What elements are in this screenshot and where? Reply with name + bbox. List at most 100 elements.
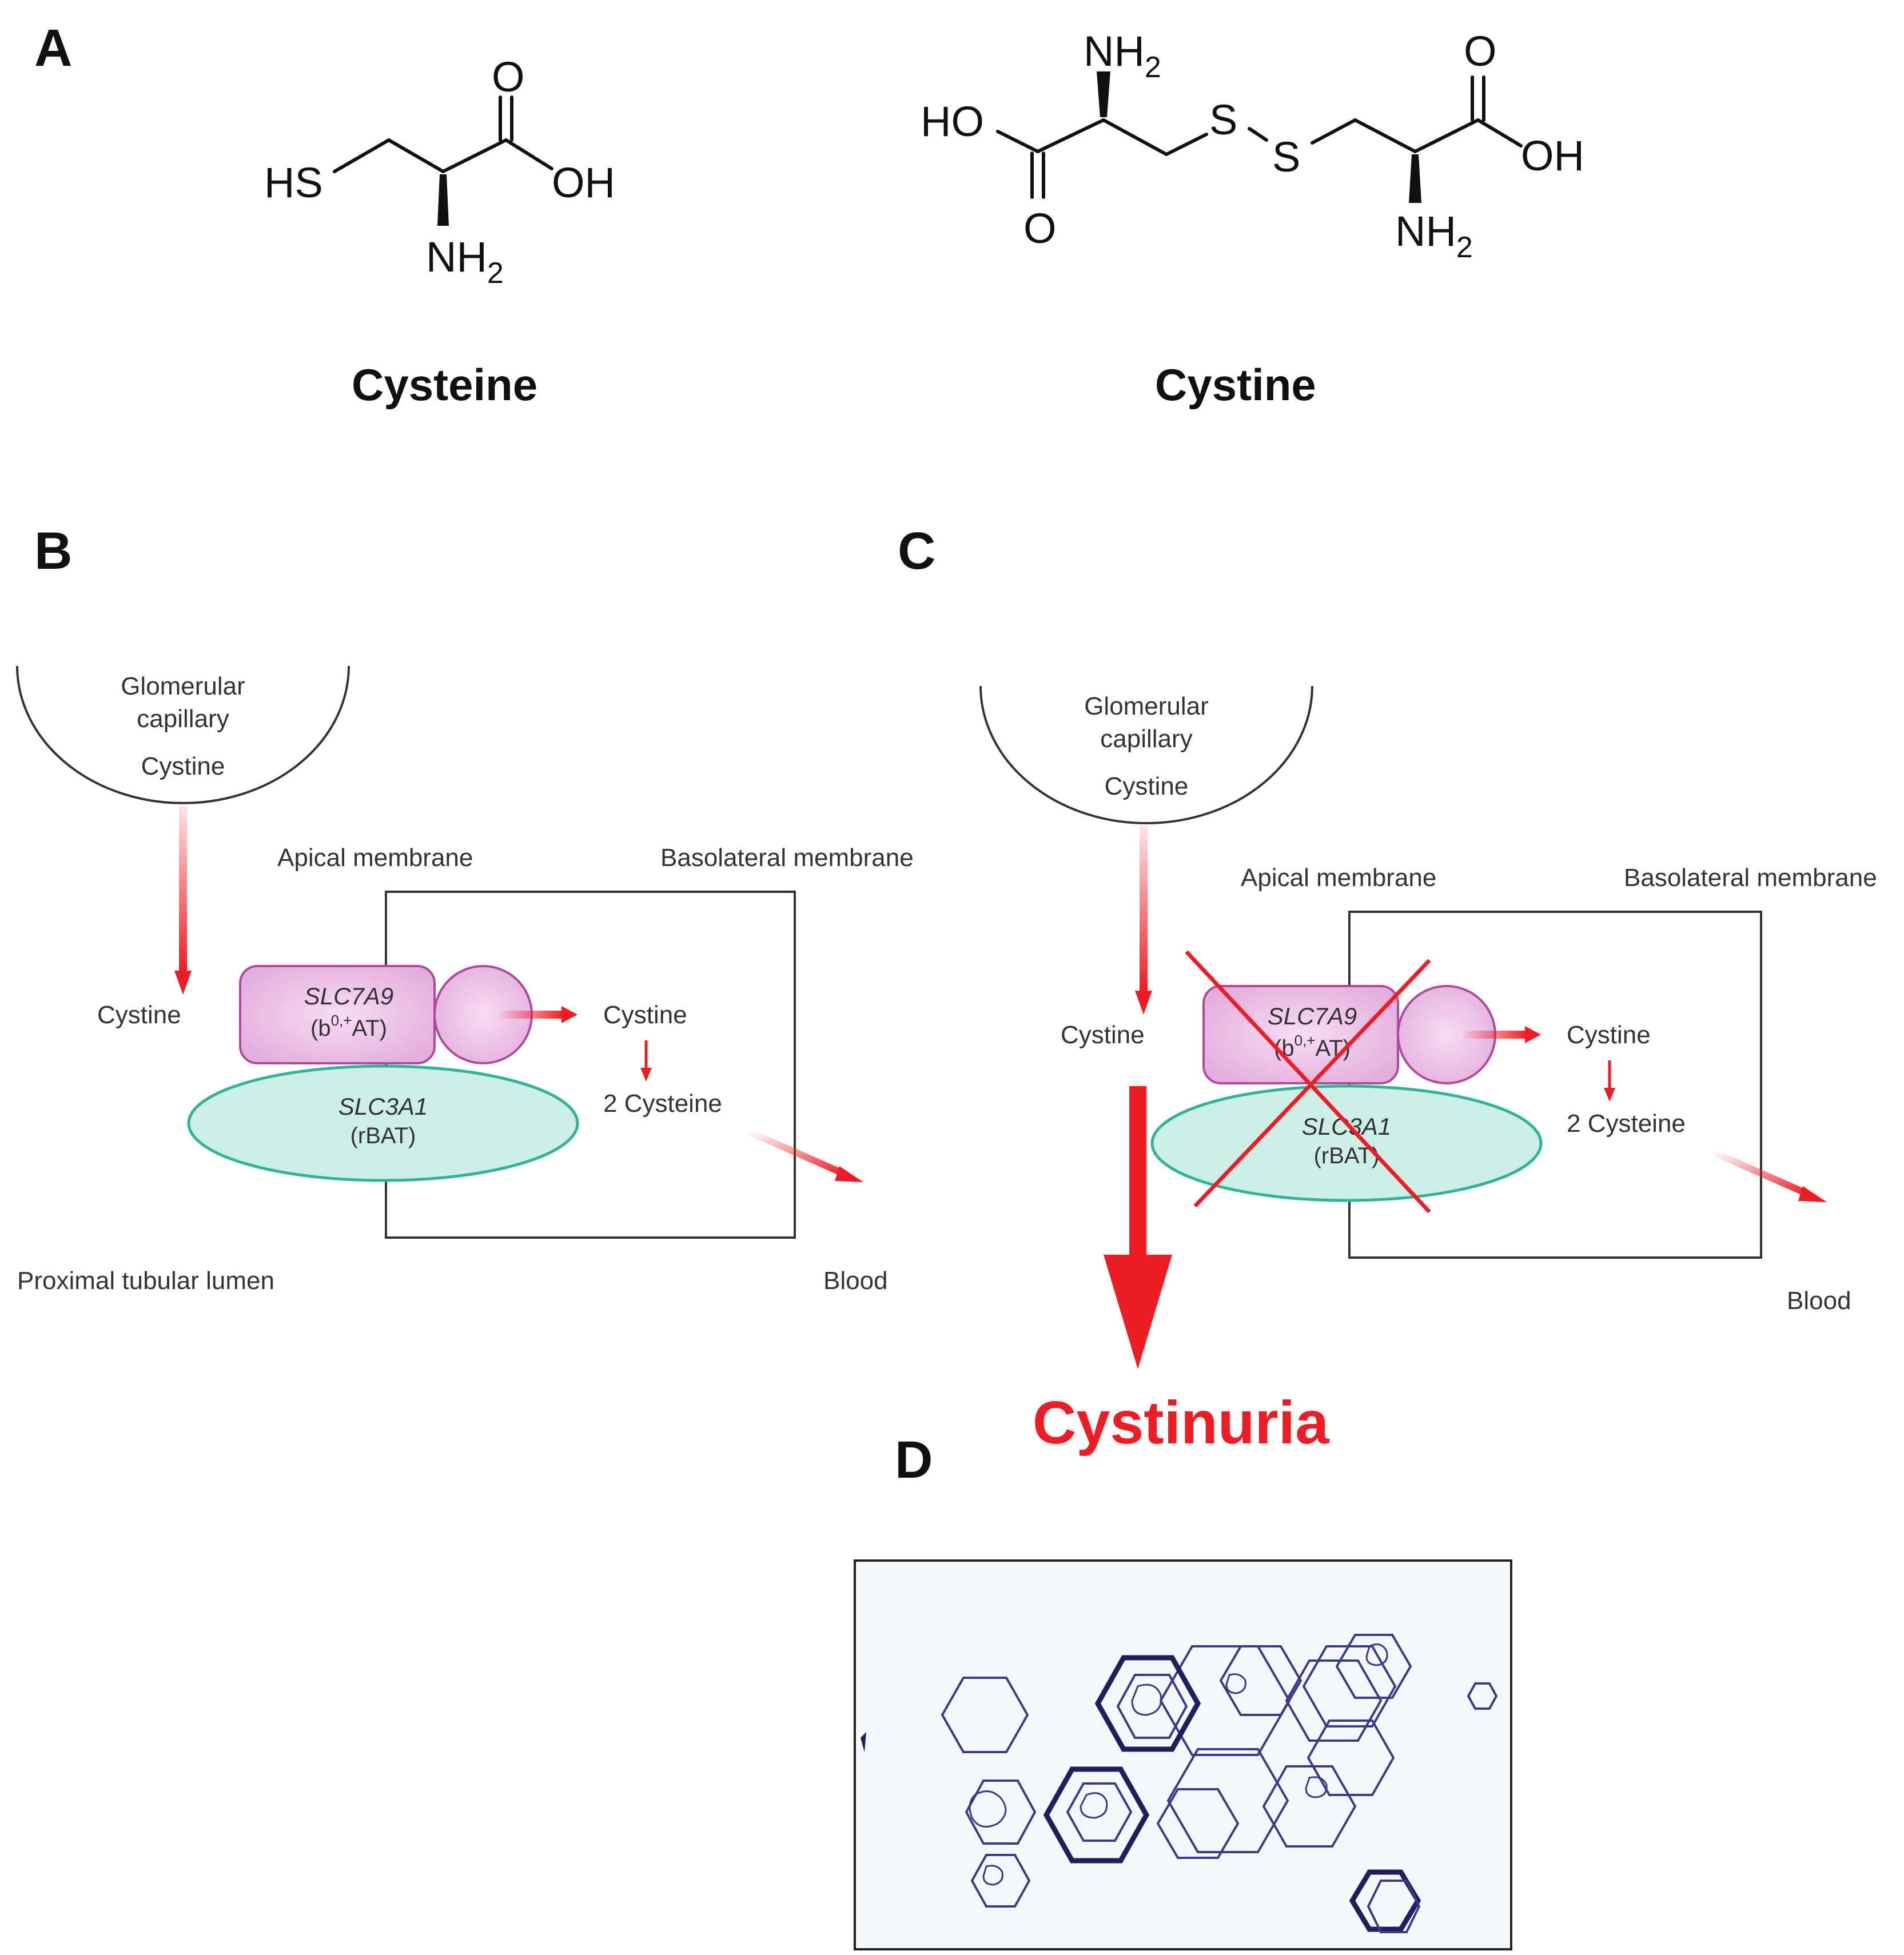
two-cysteine: 2 Cysteine xyxy=(603,1090,722,1118)
hexagonal-crystal xyxy=(1306,1719,1395,1796)
normal-transport-diagram: Glomerular capillary Cystine Apical memb… xyxy=(16,665,914,1295)
filtration-arrow xyxy=(1140,826,1148,992)
cystine-oh: OH xyxy=(1521,132,1584,179)
reduction-arrowhead xyxy=(640,1068,652,1082)
two-cysteine: 2 Cysteine xyxy=(1567,1110,1686,1138)
apical-membrane-label: Apical membrane xyxy=(277,844,473,872)
hexagonal-crystal xyxy=(1285,1659,1383,1742)
efflux-arrowhead xyxy=(835,1166,863,1182)
blood-label: Blood xyxy=(1787,1287,1851,1315)
bond xyxy=(1165,133,1208,156)
cystine-o-top: O xyxy=(1464,27,1497,75)
wedge-bond xyxy=(1409,154,1421,203)
apical-membrane-label: Apical membrane xyxy=(1241,864,1436,892)
bond xyxy=(1311,118,1357,145)
efflux-arrowhead xyxy=(1798,1186,1827,1202)
glomerular-capillary xyxy=(16,665,350,804)
hexagonal-crystal xyxy=(1066,1782,1133,1842)
crystal-debris xyxy=(1365,1643,1388,1666)
capillary-cystine: Cystine xyxy=(141,752,225,780)
hexagonal-crystal xyxy=(1335,1634,1412,1699)
reduction-arrowhead xyxy=(1604,1088,1615,1102)
capillary-label: capillary xyxy=(1100,725,1192,753)
hexagonal-crystal xyxy=(965,1780,1037,1845)
bond xyxy=(1353,118,1417,153)
transport-arrowhead xyxy=(1525,1026,1541,1043)
cystine-name: Cystine xyxy=(1155,360,1316,410)
panel-label-b: B xyxy=(34,522,72,580)
cystine-s2: S xyxy=(1272,133,1300,181)
cysteine-structure: HS O OH NH2 Cysteine xyxy=(264,53,615,410)
panel-label-d: D xyxy=(895,1431,933,1489)
filtration-arrowhead xyxy=(1135,991,1152,1015)
wedge-bond xyxy=(437,174,449,226)
panel-label-a: A xyxy=(34,19,72,77)
bond xyxy=(1248,127,1268,142)
blood-label: Blood xyxy=(823,1267,888,1295)
bond xyxy=(1102,118,1168,156)
transport-arrowhead xyxy=(561,1006,577,1023)
slc3a1-label: SLC3A1 xyxy=(338,1093,428,1120)
bond xyxy=(387,138,445,173)
filtration-arrowhead xyxy=(174,971,192,995)
bond xyxy=(333,138,391,173)
b0at-label: (b0,+AT) xyxy=(310,1012,387,1041)
cysteine-hs: HS xyxy=(264,159,323,206)
lumen-label: Proximal tubular lumen xyxy=(17,1267,274,1295)
crystal-debris xyxy=(1131,1683,1162,1716)
crystal-debris xyxy=(969,1790,1007,1828)
cystinuria-label: Cystinuria xyxy=(1033,1389,1329,1457)
hexagonal-crystal xyxy=(1367,1880,1421,1933)
hexagonal-crystal xyxy=(1219,1645,1302,1716)
hexagonal-crystal xyxy=(1302,1645,1397,1727)
cystine-ho: HO xyxy=(921,98,984,145)
debris xyxy=(861,1732,866,1752)
hexagonal-crystal xyxy=(1166,1748,1289,1853)
transport-arrow xyxy=(1461,1031,1527,1039)
defect-cross-icon xyxy=(1185,950,1431,1214)
capillary-label: capillary xyxy=(137,705,229,733)
defect-cross-icon xyxy=(1193,959,1431,1208)
glomerular-label: Glomerular xyxy=(121,672,245,700)
urinary-loss-arrow xyxy=(1129,1086,1146,1258)
hexagonal-crystal xyxy=(1262,1765,1357,1848)
bond xyxy=(504,138,553,170)
cysteine-name: Cysteine xyxy=(352,360,537,410)
bond xyxy=(996,130,1039,153)
micrograph-frame xyxy=(854,1559,1512,1950)
rbat-label: (rBAT) xyxy=(350,1123,416,1148)
cell-cystine: Cystine xyxy=(1567,1021,1651,1049)
urinary-loss-arrowhead xyxy=(1104,1255,1172,1369)
crystal-debris xyxy=(982,1865,1003,1886)
glomerular-capillary xyxy=(979,685,1313,824)
slc3a1-label: SLC3A1 xyxy=(1302,1113,1391,1140)
hexagonal-crystal xyxy=(1156,1788,1240,1859)
defective-transport-diagram: Glomerular capillary Cystine Apical memb… xyxy=(979,685,1877,1457)
tubular-cell xyxy=(385,891,796,1239)
crystal-debris xyxy=(1305,1776,1328,1798)
lumen-cystine: Cystine xyxy=(97,1001,181,1029)
hexagonal-crystal xyxy=(1467,1682,1498,1710)
hexagonal-crystal xyxy=(1043,1766,1150,1864)
capillary-cystine: Cystine xyxy=(1105,772,1189,800)
bond xyxy=(1476,118,1523,147)
efflux-arrow xyxy=(1711,1148,1811,1198)
cystine-nh-bottom: NH2 xyxy=(1395,208,1473,264)
cysteine-o: O xyxy=(492,53,525,101)
basolateral-membrane-label: Basolateral membrane xyxy=(660,844,914,872)
lumen-cystine: Cystine xyxy=(1061,1021,1145,1049)
bond xyxy=(1036,118,1105,153)
bond xyxy=(1413,118,1480,153)
bond xyxy=(441,138,508,173)
slc7a9-label: SLC7A9 xyxy=(304,983,393,1010)
transport-arrow xyxy=(497,1011,563,1019)
crystal-debris xyxy=(1080,1792,1108,1819)
wedge-bond xyxy=(1097,71,1110,117)
cysteine-nh: NH2 xyxy=(426,233,504,290)
basolateral-membrane-label: Basolateral membrane xyxy=(1624,864,1877,892)
hexagonal-crystal xyxy=(941,1677,1029,1753)
cystine-crystals-micrograph xyxy=(854,1559,1512,1950)
cysteine-oh: OH xyxy=(552,159,615,206)
cystine-s1: S xyxy=(1209,96,1237,143)
